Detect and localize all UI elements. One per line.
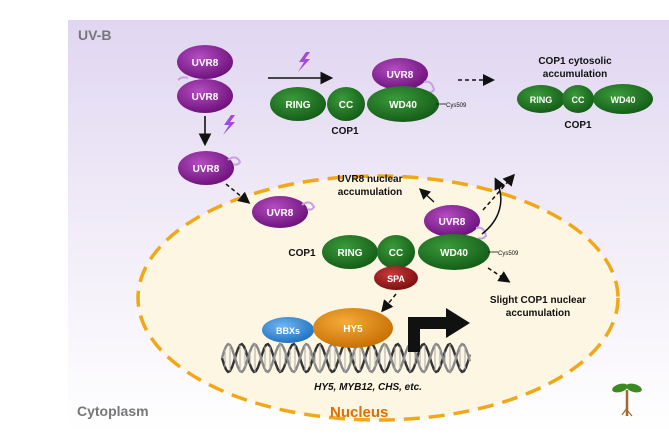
- svg-text:UVR8: UVR8: [192, 58, 219, 69]
- svg-text:SPA: SPA: [387, 274, 405, 284]
- cop1-uvr8-complex-nucleus: UVR8 COP1 RING CC WD40 Cys509 SPA: [288, 205, 519, 290]
- svg-text:WD40: WD40: [389, 100, 417, 111]
- cop1-free-complex: RING CC WD40 COP1: [517, 84, 653, 131]
- seedling-icon: [612, 383, 642, 417]
- transcription-arrow: [408, 308, 470, 352]
- cop1-cytosolic-label-2: accumulation: [543, 69, 607, 80]
- cop1-cytosolic-label-1: COP1 cytosolic: [538, 56, 612, 67]
- svg-text:COP1: COP1: [331, 126, 359, 137]
- bbxs-protein: BBXs: [262, 317, 314, 343]
- lightning-icon-left: [223, 115, 235, 135]
- svg-text:Cys509: Cys509: [446, 103, 467, 109]
- svg-text:CC: CC: [339, 100, 353, 111]
- svg-text:UVR8: UVR8: [192, 92, 219, 103]
- cytoplasm-label: Cytoplasm: [77, 403, 149, 419]
- svg-text:WD40: WD40: [610, 95, 635, 105]
- svg-text:CC: CC: [572, 95, 585, 105]
- target-genes-label: HY5, MYB12, CHS, etc.: [314, 382, 422, 393]
- slight-cop1-label-1: Slight COP1 nuclear: [490, 295, 586, 306]
- svg-text:RING: RING: [530, 95, 553, 105]
- svg-text:UVR8: UVR8: [439, 217, 466, 228]
- arrow-uvr8-nuclear: [418, 188, 435, 203]
- uvr8-nuclear-label-1: UVR8 nuclear: [337, 174, 402, 185]
- arrow-uvr8-to-nucleus: [225, 183, 251, 204]
- svg-text:HY5: HY5: [343, 324, 363, 335]
- svg-text:CC: CC: [389, 248, 403, 259]
- uvr8-dimer: UVR8 UVR8: [177, 45, 233, 113]
- arrow-slight-cop1: [487, 267, 511, 283]
- nucleus-ellipse: [136, 174, 620, 422]
- svg-text:UVR8: UVR8: [387, 70, 414, 81]
- svg-text:RING: RING: [286, 100, 311, 111]
- arrow-spa-to-hy5: [381, 293, 397, 313]
- arrow-cop1-export-dashed: [482, 173, 515, 211]
- nucleus-label: Nucleus: [330, 404, 388, 421]
- svg-text:UVR8: UVR8: [267, 208, 294, 219]
- uvr8-monomer-nucleus: UVR8: [252, 196, 316, 228]
- cop1-uvr8-complex-top: UVR8 RING CC WD40 Cys509 COP1: [270, 58, 467, 137]
- svg-text:WD40: WD40: [440, 248, 468, 259]
- svg-text:RING: RING: [338, 248, 363, 259]
- uvb-label: UV-B: [78, 27, 111, 43]
- svg-text:COP1: COP1: [564, 120, 592, 131]
- uvr8-nuclear-label-2: accumulation: [338, 187, 402, 198]
- hy5-protein: HY5: [313, 308, 393, 348]
- slight-cop1-label-2: accumulation: [506, 308, 570, 319]
- svg-text:COP1: COP1: [288, 248, 316, 259]
- lightning-icon-top: [298, 52, 310, 72]
- svg-text:UVR8: UVR8: [193, 164, 220, 175]
- arrow-cop1-export-curve: [481, 177, 506, 235]
- dna-helix: [220, 342, 472, 374]
- uvr8-monomer-cytoplasm: UVR8: [178, 151, 242, 185]
- svg-text:BBXs: BBXs: [276, 326, 300, 336]
- svg-text:Cys509: Cys509: [498, 251, 519, 257]
